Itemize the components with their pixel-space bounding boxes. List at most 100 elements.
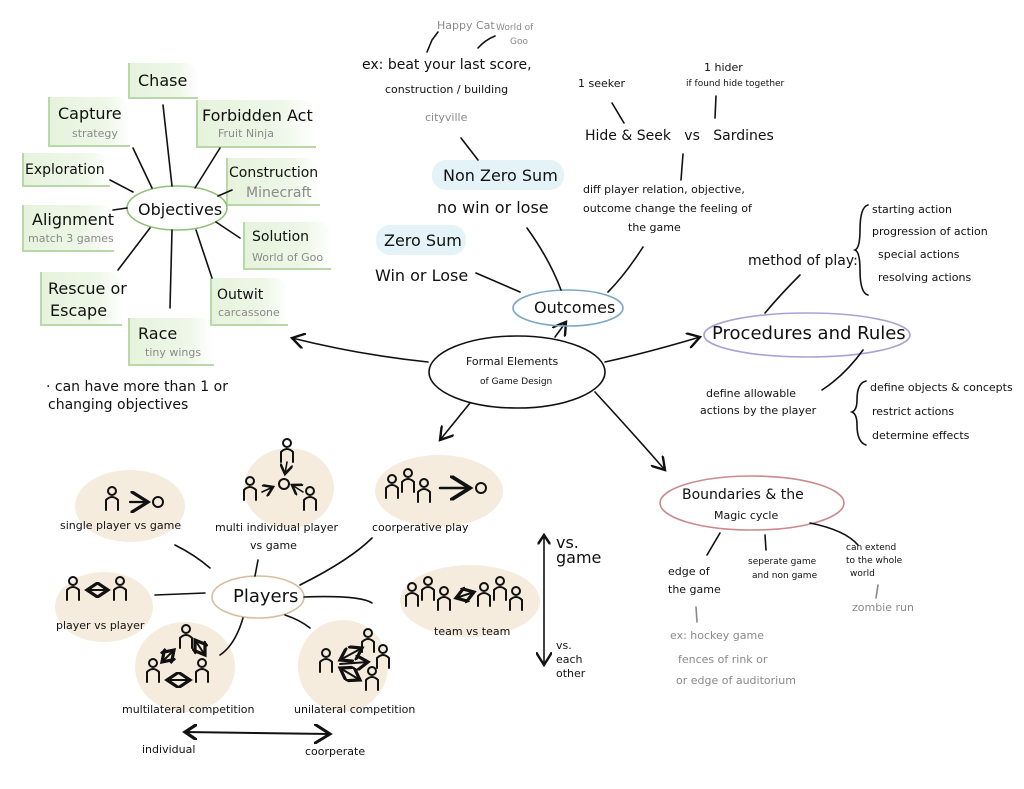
outcomes-example-2: construction / building	[385, 83, 509, 96]
center-title-line2: of Game Design	[480, 377, 553, 387]
objectives-note-1: · can have more than 1 or	[46, 379, 228, 395]
define-item: define objects & concepts	[870, 381, 1013, 394]
objective-rescue: Rescue or	[48, 279, 127, 298]
define-item: determine effects	[872, 429, 970, 442]
objective-box-exploration	[22, 153, 110, 187]
unilateral-label: unilateral competition	[294, 703, 416, 716]
define-allowable-1: define allowable	[706, 387, 797, 400]
seeker-label: 1 seeker	[578, 77, 626, 90]
multi-individual-label-1: multi individual player	[215, 521, 339, 534]
objective-race-example: tiny wings	[145, 346, 202, 359]
blob-single	[75, 470, 185, 542]
world-of-goo-label-2: Goo	[510, 37, 528, 47]
players-title: Players	[233, 586, 299, 607]
zero-sum-label: Zero Sum	[384, 231, 462, 250]
define-item: restrict actions	[872, 405, 955, 418]
method-item: special actions	[878, 248, 960, 261]
objective-alignment: Alignment	[32, 210, 114, 229]
objectives-title: Objectives	[138, 200, 223, 219]
extend-2: to the whole	[846, 556, 903, 566]
objective-box-outwit	[210, 278, 288, 326]
objective-box-rescue	[40, 272, 122, 326]
hide-seek-vs-sardines: Hide & Seek vs Sardines	[585, 128, 774, 144]
blob-coop	[375, 455, 503, 527]
zombie-run: zombie run	[852, 601, 914, 614]
boundaries-title-1: Boundaries & the	[682, 487, 804, 503]
objective-box-race	[128, 318, 214, 366]
define-allowable-2: actions by the player	[700, 404, 817, 417]
objective-forbidden-act: Forbidden Act	[202, 106, 313, 125]
vs-each-other-3: other	[556, 667, 586, 680]
extend-1: can extend	[846, 543, 897, 553]
individual-label: individual	[142, 743, 196, 756]
hider-label: 1 hider	[704, 61, 743, 74]
objective-construction: Construction	[229, 165, 319, 181]
non-zero-sum-highlight	[432, 160, 564, 190]
objective-alignment-example: match 3 games	[28, 232, 114, 245]
happy-cat-label: Happy Cat	[437, 19, 495, 32]
outcomes-title: Outcomes	[534, 298, 616, 317]
objective-box-chase	[128, 63, 198, 99]
boundaries-title-2: Magic cycle	[714, 509, 779, 522]
vs-game-1: vs.	[556, 533, 579, 552]
objective-capture: Capture	[58, 104, 122, 123]
edge-of-auditorium: or edge of auditorium	[676, 674, 796, 687]
objective-forbidden-act-example: Fruit Ninja	[218, 127, 274, 140]
cityville-label: cityville	[425, 111, 468, 124]
blob-multi	[244, 448, 334, 528]
diff-line-2: outcome change the feeling of	[583, 202, 752, 215]
procedures-ellipse	[703, 312, 911, 358]
single-player-label: single player vs game	[60, 519, 182, 532]
outcomes-example-1: ex: beat your last score,	[362, 57, 532, 73]
objective-outwit: Outwit	[217, 287, 264, 303]
objective-box-solution	[243, 222, 331, 270]
diff-line-1: diff player relation, objective,	[583, 183, 745, 196]
game-icon	[152, 496, 164, 508]
method-of-play: method of play:	[748, 253, 858, 269]
edge-of-game-1: edge of	[668, 565, 710, 578]
zero-sum-desc: Win or Lose	[375, 266, 469, 285]
objective-construction-example: Minecraft	[246, 185, 312, 201]
team-vs-team-label: team vs team	[434, 625, 511, 638]
center-ellipse	[428, 335, 606, 409]
objective-escape: Escape	[50, 301, 108, 320]
objective-chase: Chase	[138, 71, 188, 90]
vs-each-other-1: vs.	[556, 639, 572, 652]
objective-solution: Solution	[252, 229, 310, 245]
objective-box-construction	[226, 158, 320, 206]
objectives-note-2: changing objectives	[48, 397, 189, 413]
fences-of-rink: fences of rink or	[678, 653, 768, 666]
cooperative-play-label: coorperative play	[372, 521, 469, 534]
objective-box-forbidden-act	[196, 100, 316, 148]
separate-2: and non game	[752, 571, 818, 581]
person-icon	[105, 486, 119, 511]
objective-outwit-example: carcassone	[218, 306, 280, 319]
objective-exploration: Exploration	[25, 162, 105, 178]
method-item: resolving actions	[878, 271, 972, 284]
diff-line-3: the game	[628, 221, 681, 234]
outcomes-ellipse	[512, 289, 624, 327]
edge-of-game-2: the game	[668, 583, 721, 596]
method-item: progression of action	[872, 225, 988, 238]
objective-race: Race	[138, 324, 178, 343]
world-of-goo-label-1: World of	[496, 23, 534, 33]
extend-3: world	[850, 569, 875, 579]
non-zero-sum-label: Non Zero Sum	[443, 166, 558, 185]
non-zero-sum-desc: no win or lose	[437, 198, 549, 217]
objective-box-capture	[48, 97, 130, 147]
vs-game-2: game	[556, 548, 602, 567]
procedures-title: Procedures and Rules	[712, 323, 906, 344]
vs-each-other-2: each	[556, 653, 583, 666]
multi-individual-label-2: vs game	[250, 539, 297, 552]
boundaries-ellipse	[659, 475, 845, 531]
cooperate-label: coorperate	[305, 745, 366, 758]
hockey-example: ex: hockey game	[670, 629, 764, 642]
objective-capture-example: strategy	[72, 127, 118, 140]
method-item: starting action	[872, 203, 952, 216]
objective-box-alignment	[22, 205, 114, 252]
zero-sum-highlight	[376, 225, 466, 255]
player-vs-player-label: player vs player	[56, 619, 145, 632]
multilateral-label: multilateral competition	[122, 703, 255, 716]
